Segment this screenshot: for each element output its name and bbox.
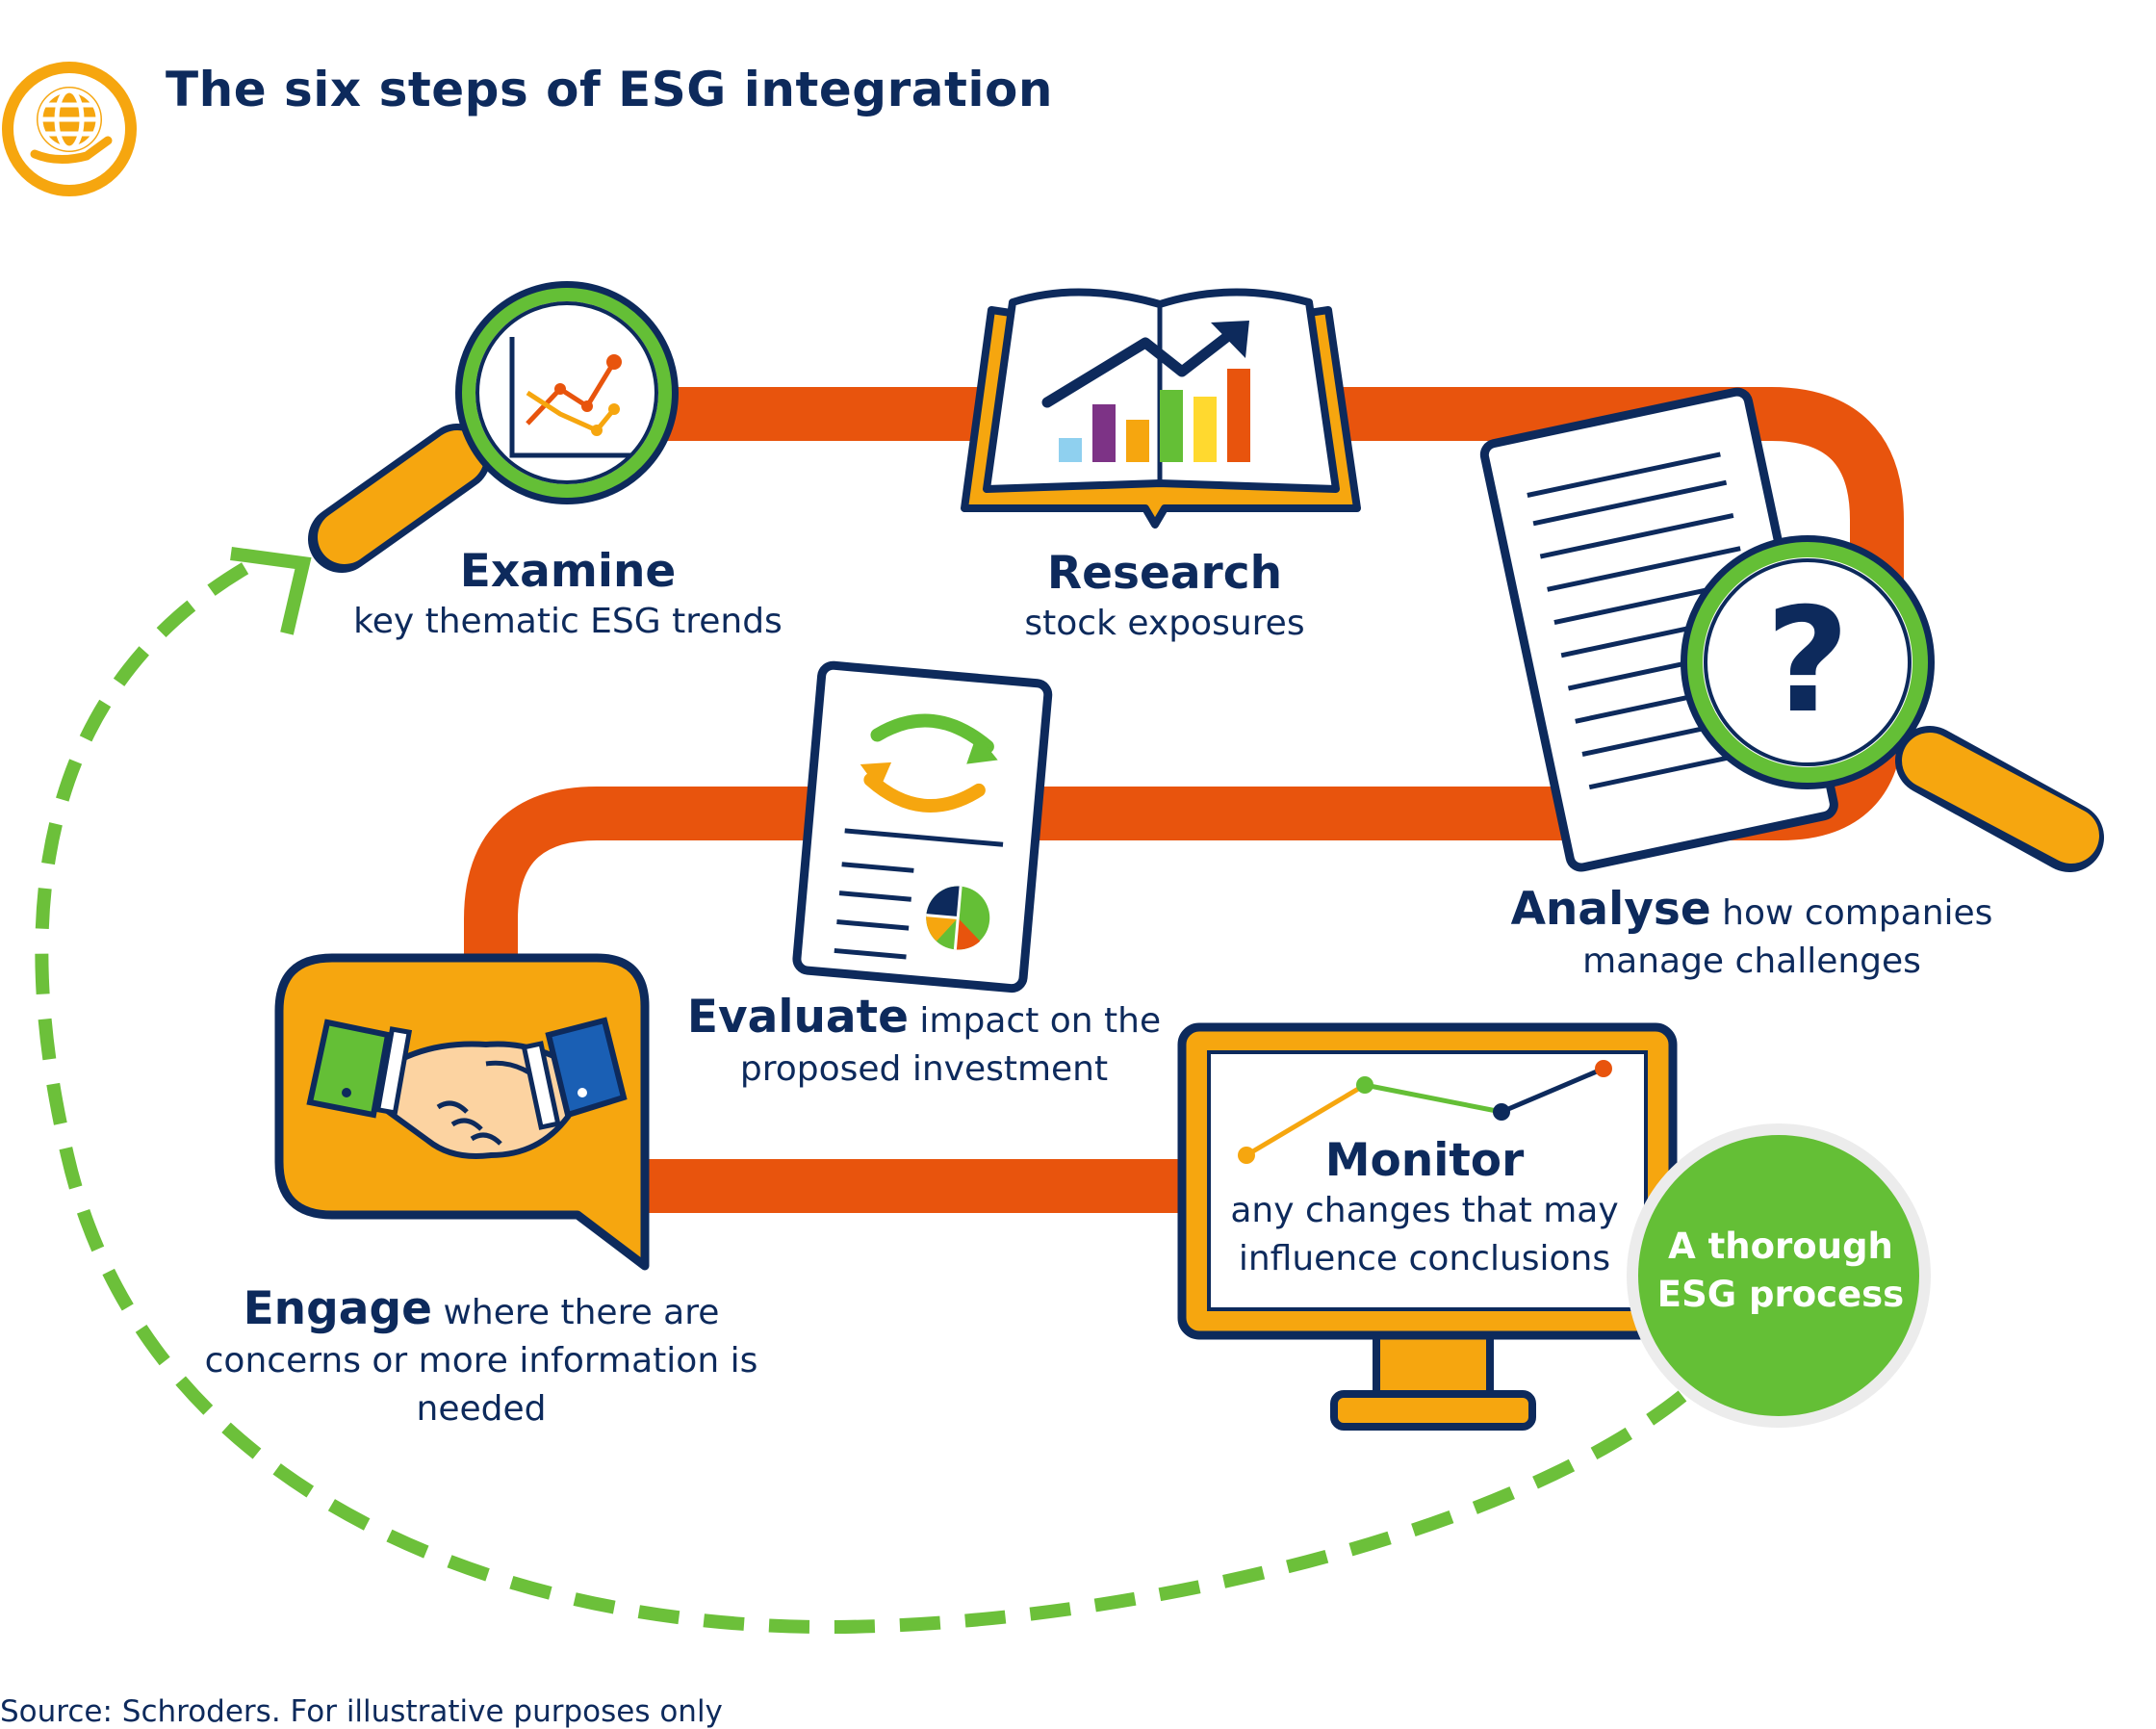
step-analyse-name: Analyse [1510,883,1711,936]
step-evaluate-desc: impact on the [919,1001,1162,1041]
step-engage-desc-line3: needed [416,1389,547,1429]
badge-label: A thorough ESG process [1636,1223,1925,1319]
step-engage-name: Engage [243,1282,433,1335]
step-examine-desc: key thematic ESG trends [353,602,783,641]
svg-text:?: ? [1765,578,1849,745]
step-analyse-desc-line2: manage challenges [1582,942,1921,981]
process-path [464,387,1904,1213]
step-analyse-desc: how companies [1722,893,1993,933]
step-analyse: Analyse how companies manage challenges [1502,886,2002,986]
step-evaluate: Evaluate impact on the proposed investme… [674,994,1174,1094]
step-engage-desc-line2: concerns or more information is [204,1341,758,1381]
source-note: Source: Schroders. For illustrative purp… [0,1694,723,1729]
step-evaluate-name: Evaluate [686,991,909,1044]
step-examine-name: Examine [459,545,677,598]
document-magnifier-icon: ? [1479,387,2104,872]
step-engage: Engage where there are concerns or more … [173,1285,789,1433]
step-research: Research stock exposures [972,547,1357,648]
step-research-desc: stock exposures [1024,604,1305,643]
step-monitor-desc-line1: any changes that may [1230,1191,1619,1230]
magnifier-chart-icon [308,281,679,573]
step-monitor-desc-line2: influence conclusions [1238,1239,1611,1278]
dashed-loop-arrow [35,547,1687,1635]
globe-hand-icon [2,62,137,196]
report-icon [792,660,1053,994]
step-engage-desc: where there are [443,1293,720,1332]
step-monitor: Monitor any changes that may influence c… [1222,1134,1627,1283]
step-monitor-name: Monitor [1324,1134,1525,1187]
handshake-icon [274,953,650,1271]
page-title: The six steps of ESG integration [166,62,1053,117]
badge-line2: ESG process [1656,1274,1905,1315]
step-evaluate-desc-line2: proposed investment [739,1049,1109,1089]
monitor-chart-icon [1177,1022,1678,1431]
badge-line1: A thorough [1668,1226,1893,1267]
esg-process-badge [1627,1123,1931,1428]
step-research-name: Research [1046,547,1283,600]
book-chart-icon [961,288,1361,529]
step-examine: Examine key thematic ESG trends [318,545,818,646]
